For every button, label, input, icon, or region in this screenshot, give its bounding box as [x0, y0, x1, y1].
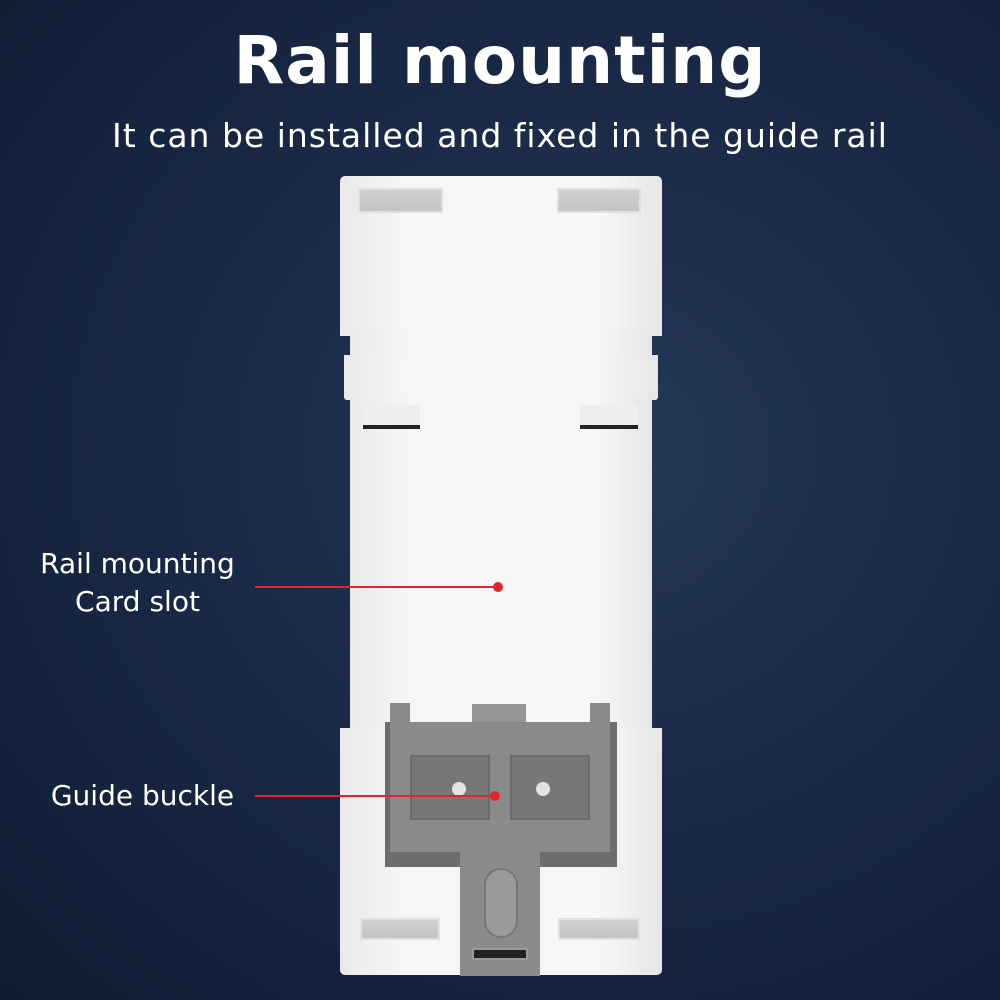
tab-right — [580, 405, 638, 429]
spring-pin-right — [536, 782, 550, 796]
tab-left — [363, 405, 420, 429]
callout-label-guide-buckle: Guide buckle — [20, 777, 265, 815]
callout-leader-rail-card-slot — [255, 586, 498, 588]
top-slot-left — [358, 188, 443, 213]
spring-pin-left — [452, 782, 466, 796]
callout-line-1: Guide buckle — [50, 779, 235, 812]
buckle-tab-slot — [472, 948, 528, 960]
buckle-top-nub-left — [390, 703, 410, 728]
callout-leader-guide-buckle — [255, 795, 495, 797]
top-slot-right — [557, 188, 641, 213]
page-subtitle: It can be installed and fixed in the gui… — [112, 116, 888, 155]
buckle-oval-hole — [484, 868, 518, 938]
device-top-ledge — [344, 355, 658, 400]
buckle-window-right — [510, 755, 590, 820]
bottom-slot-left — [360, 918, 440, 940]
callout-dot-guide-buckle — [490, 791, 500, 801]
callout-line-2: Card slot — [75, 585, 200, 618]
buckle-window-left — [410, 755, 490, 820]
rail-card-slot-body — [350, 398, 652, 733]
bottom-slot-right — [558, 918, 640, 940]
buckle-top-nub-right — [590, 703, 610, 728]
callout-line-1: Rail mounting — [40, 547, 235, 580]
callout-dot-rail-card-slot — [493, 582, 503, 592]
page-title: Rail mounting — [233, 22, 767, 99]
callout-label-rail-card-slot: Rail mounting Card slot — [20, 545, 255, 621]
